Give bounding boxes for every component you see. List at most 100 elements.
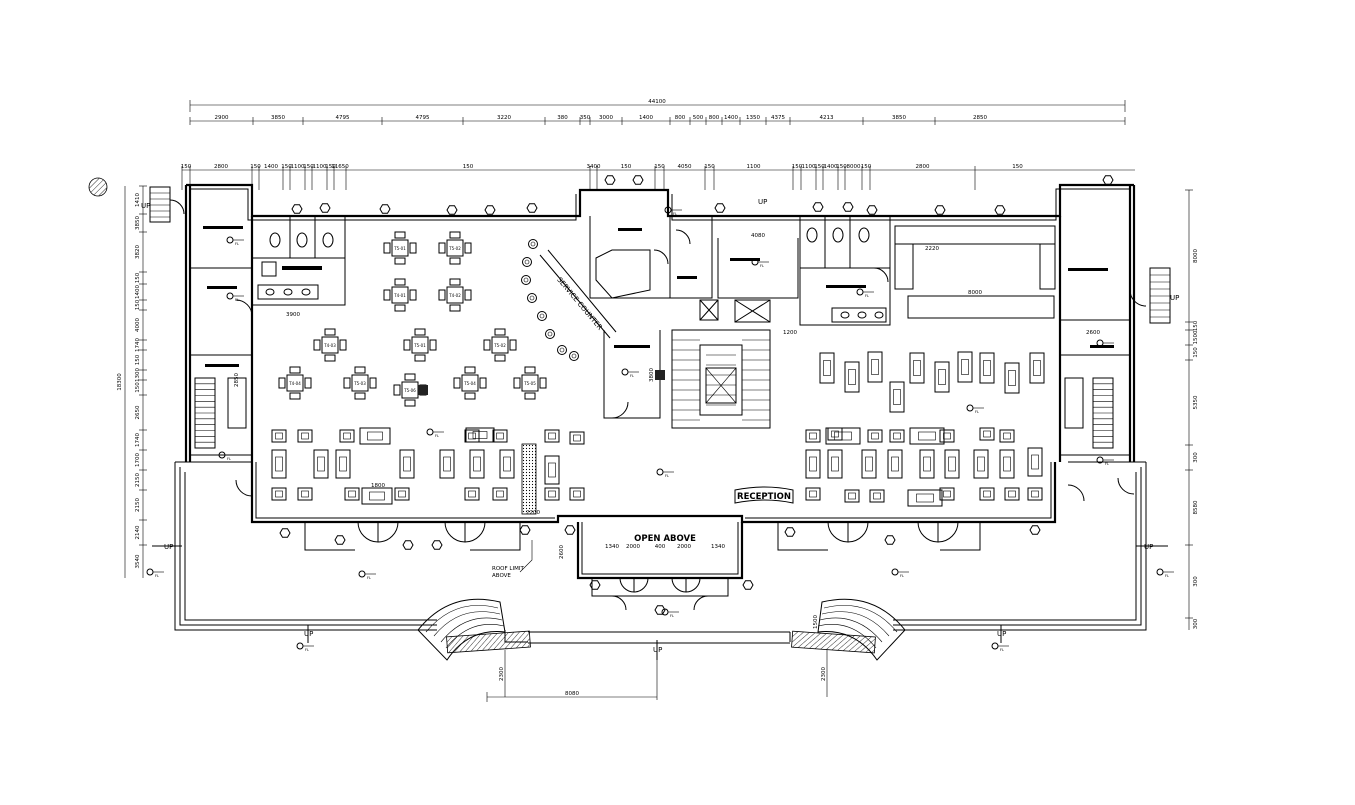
level-marker-icon: FL [146, 568, 164, 578]
curved-entry-steps-right [791, 598, 906, 661]
ceiling-symbol-icon [714, 203, 726, 213]
lounge-chair [934, 361, 950, 393]
dim-upper-chain-value: 150 [836, 164, 847, 170]
level-marker-icon: FL [358, 570, 376, 580]
dim-upper-chain-value: 1400 [824, 164, 838, 170]
lounge-chair [889, 381, 905, 413]
level-marker-icon: FL [991, 642, 1009, 652]
ceiling-symbol-icon [519, 525, 531, 535]
dim-right-chain-value: 300 [1193, 618, 1199, 629]
dim-2600-right: 2600 [1086, 330, 1100, 336]
svg-text:FL: FL [665, 474, 669, 478]
bar-stool-icon [527, 293, 537, 303]
lounge-chair [1029, 352, 1045, 384]
entrance-doors [357, 521, 959, 611]
level-marker-icon: FL [1096, 339, 1114, 349]
svg-text:FL: FL [975, 410, 979, 414]
dim-top-chain-value: 1400 [724, 115, 738, 121]
table-tag: T5-03 [353, 381, 366, 386]
lounge-chair [844, 361, 860, 393]
up-arrow-front-left: UP [304, 625, 313, 643]
ceiling-symbol-icon [654, 605, 666, 615]
ceiling-symbol-icon [784, 527, 796, 537]
level-marker-icon: FL [664, 206, 682, 216]
dim-left-total: 18300 [117, 373, 123, 391]
dim-top-chain-value: 2850 [973, 115, 987, 121]
dim-left-chain-value: 2150 [135, 498, 141, 512]
level-marker-icon: FL [856, 288, 874, 298]
lounge-chair [805, 429, 821, 443]
up-arrow-left: UP [152, 543, 182, 551]
svg-text:UP: UP [1144, 543, 1153, 551]
roof-limit-label: ROOF LIMIT [492, 566, 524, 572]
dim-1340-left: 1340 [605, 544, 619, 550]
dim-left-chain-value: 1740 [135, 433, 141, 447]
svg-text:UP: UP [758, 198, 767, 206]
ceiling-symbol-icon [934, 205, 946, 215]
dim-top-chain-value: 4375 [771, 115, 785, 121]
svg-text:FL: FL [1000, 648, 1004, 652]
lounge-chair [869, 489, 885, 503]
dim-top-chain-value: 3850 [271, 115, 285, 121]
bar-stool-icon [569, 351, 579, 361]
dining-table: T4-04 [278, 366, 312, 400]
svg-text:UP: UP [164, 543, 173, 551]
ceiling-symbol-icon [402, 540, 414, 550]
svg-text:FL: FL [435, 434, 439, 438]
table-tag: T5-02 [448, 246, 461, 251]
level-marker-icon: FL [621, 368, 639, 378]
level-marker-icon: FL [426, 428, 444, 438]
lounge-seating [271, 351, 1045, 507]
ceiling-symbol-icon [884, 535, 896, 545]
lounge-chair [339, 429, 355, 443]
dim-top-chain-value: 3220 [497, 115, 511, 121]
dim-upper-chain-value: 150 [704, 164, 715, 170]
ceiling-symbol-icon [564, 525, 576, 535]
lounge-chair [999, 449, 1015, 479]
dim-upper-chain-value: 1100 [313, 164, 327, 170]
level-marker-icon: FL [966, 404, 984, 414]
dim-upper-chain-value: 8000 [847, 164, 861, 170]
dining-table: T5-01 [403, 328, 437, 362]
svg-text:FL: FL [1105, 345, 1109, 349]
lounge-chair [867, 429, 883, 443]
lounge-chair [544, 487, 560, 501]
ceiling-symbol-icon [379, 204, 391, 214]
dim-upper-chain-value: 150 [250, 164, 261, 170]
ceiling-symbol-icon [319, 203, 331, 213]
lounge-chair [271, 449, 287, 479]
bar-stool-icon [522, 257, 532, 267]
dim-left-chain-value: 1700 [135, 453, 141, 467]
dim-2850: 2850 [234, 373, 240, 387]
lounge-chair [944, 449, 960, 479]
roof-limit-label-2: ABOVE [492, 573, 511, 579]
lounge-chair [469, 449, 485, 479]
level-marker-icon: FL [226, 292, 244, 302]
dim-1340-right: 1340 [711, 544, 725, 550]
lounge-chair [819, 352, 835, 384]
bar-stool-icon [537, 311, 547, 321]
ceiling-symbol-icon [334, 535, 346, 545]
lounge-chair [544, 455, 560, 485]
dim-top-chain-value: 350 [580, 115, 591, 121]
toilet-block-right [799, 216, 891, 326]
lounge-chair [919, 449, 935, 479]
svg-text:FL: FL [673, 212, 677, 216]
ceiling-symbol-icon [742, 580, 754, 590]
lounge-chair [867, 351, 883, 383]
dim-1800: 1800 [371, 483, 385, 489]
dim-2600: 2600 [559, 545, 565, 559]
bar-stool-icon [528, 239, 538, 249]
dim-upper-chain-value: 150 [281, 164, 292, 170]
dim-1500: 1500 [813, 615, 819, 629]
dim-right-chain-value: 5350 [1193, 395, 1199, 409]
dim-upper-chain-value: 2800 [916, 164, 930, 170]
north-marker-icon [88, 177, 108, 197]
svg-text:FL: FL [367, 576, 371, 580]
dim-left-chain-value: 150 [135, 272, 141, 283]
roof-limit-note: ROOF LIMIT ABOVE [492, 540, 533, 579]
dim-upper-chain-value: 1400 [264, 164, 278, 170]
table-tag: T5-04 [463, 381, 476, 386]
level-marker-icon: FL [226, 236, 244, 246]
dim-4080: 4080 [751, 233, 765, 239]
